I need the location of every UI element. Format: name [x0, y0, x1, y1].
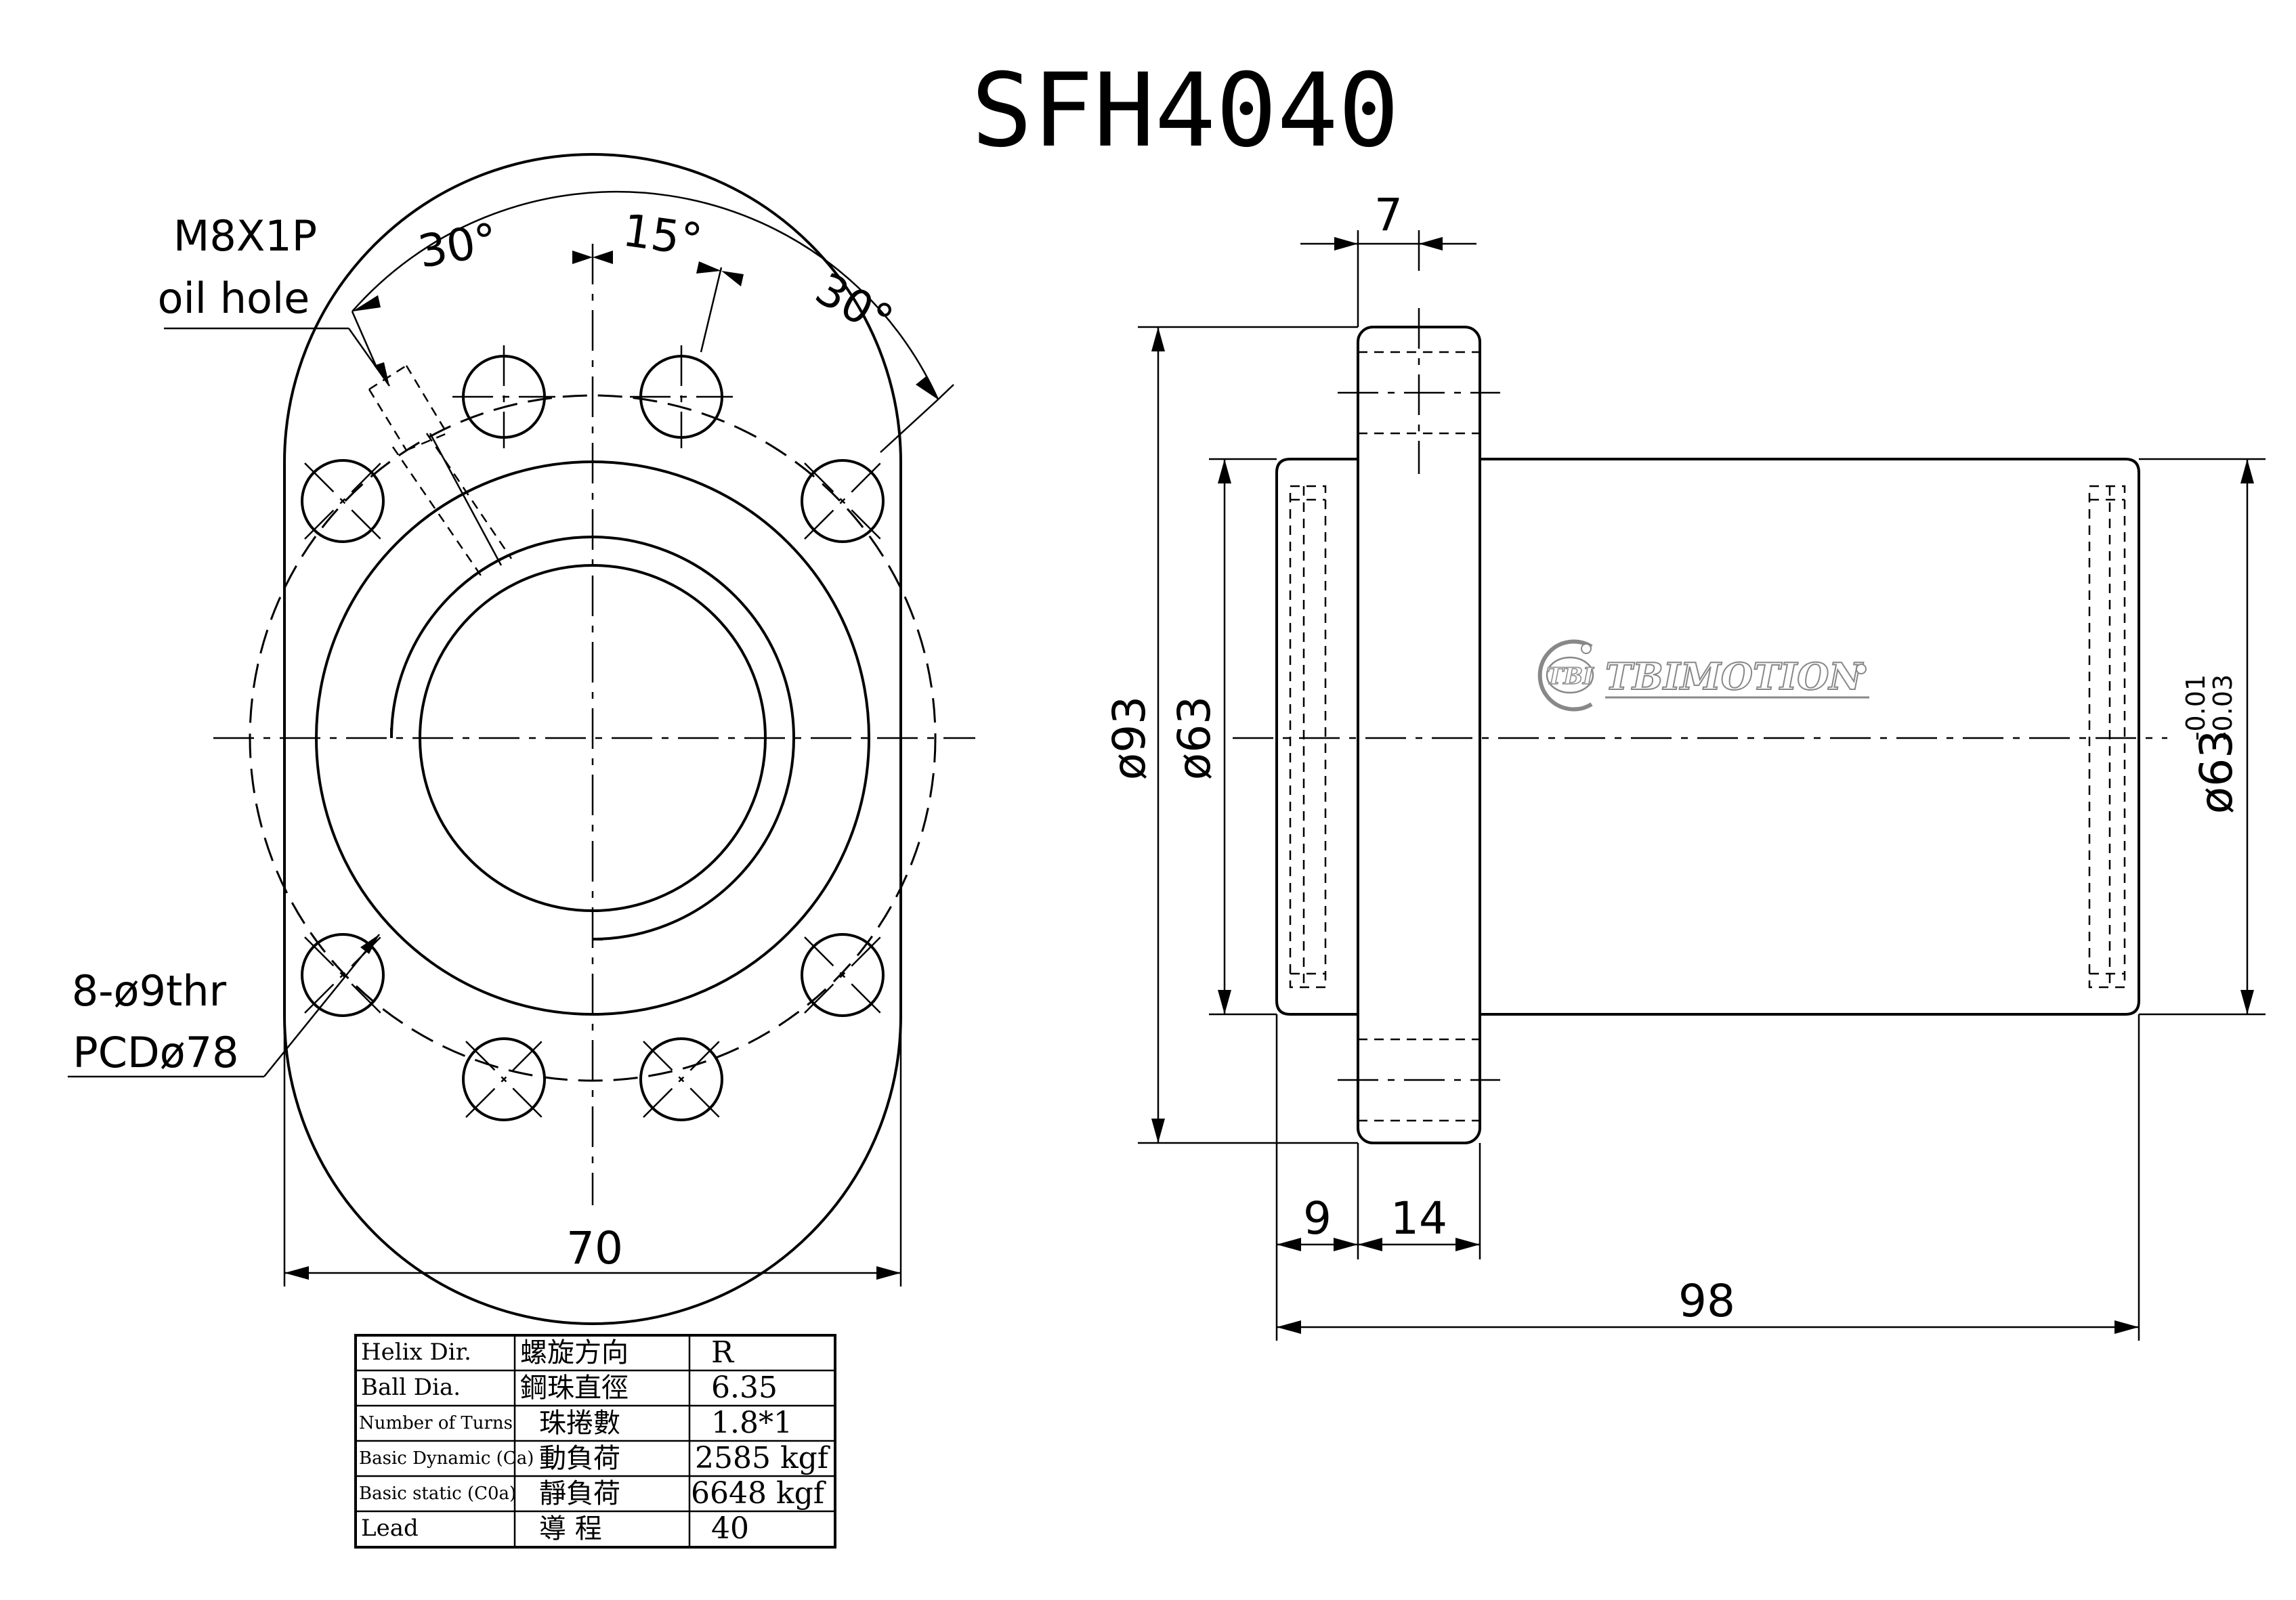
table-row: Lead 導 程 40 — [361, 1511, 749, 1546]
bolt-hole — [630, 345, 733, 448]
table-row: Basic static (C0a) 靜負荷 6648 kgf — [359, 1476, 826, 1511]
fit-tol-lower-label: -0.03 — [2208, 674, 2238, 741]
svg-text:6648 kgf: 6648 kgf — [691, 1476, 826, 1511]
spec-table: Helix Dir. 螺旋方向 R Ball Dia. 鋼珠直徑 6.35 Nu… — [354, 1334, 836, 1549]
spigot-len-label: 9 — [1303, 1192, 1332, 1245]
bolt-holes — [301, 345, 885, 1121]
svg-text:導 程: 導 程 — [539, 1513, 602, 1544]
table-row: Helix Dir. 螺旋方向 R — [361, 1335, 735, 1370]
bolt-hole — [801, 933, 885, 1017]
svg-text:Number of Turns: Number of Turns — [359, 1413, 513, 1433]
drawing-title: SFH4040 — [971, 52, 1399, 170]
main-body — [1480, 458, 2140, 1016]
seal-right — [2088, 485, 2126, 989]
svg-text:珠捲數: 珠捲數 — [539, 1408, 620, 1439]
thread-arc — [390, 536, 795, 940]
logo-name-text: TBIMOTION — [1605, 655, 1864, 698]
angle-left-label: 30° — [414, 213, 502, 278]
width-dim-label: 70 — [566, 1222, 623, 1274]
svg-text:Helix Dir.: Helix Dir. — [361, 1339, 471, 1366]
flange-dia-label: ø93 — [1103, 696, 1155, 780]
angle-dim-arc — [352, 190, 939, 400]
svg-text:1.8*1: 1.8*1 — [711, 1406, 792, 1440]
front-view: M8X1P oil hole 30° 15° 30° 8-ø9thr PCDø7… — [68, 153, 975, 1325]
logo-badge-text: TBI — [1546, 663, 1594, 690]
bolt-hole — [801, 459, 885, 543]
total-len-label: 98 — [1678, 1275, 1735, 1327]
bolt-hole — [462, 1037, 546, 1121]
angle-right-label: 30° — [807, 263, 901, 347]
svg-text:R: R — [711, 1335, 735, 1370]
angle-mid-label: 15° — [620, 204, 706, 267]
body-dia-label: ø63 — [1168, 696, 1220, 780]
svg-text:Basic Dynamic (Ca): Basic Dynamic (Ca) — [359, 1448, 534, 1469]
tbimotion-logo: TBI TBIMOTION — [1537, 639, 1869, 712]
svg-text:鋼珠直徑: 鋼珠直徑 — [520, 1372, 629, 1404]
oil-hole-thread-label: M8X1P — [173, 211, 317, 261]
bolt-hole — [452, 345, 555, 448]
bolt-hole-pcd-label: PCDø78 — [72, 1028, 238, 1077]
table-row: Basic Dynamic (Ca) 動負荷 2585 kgf — [359, 1441, 830, 1475]
oil-hole-label: oil hole — [158, 274, 310, 323]
svg-text:靜負荷: 靜負荷 — [539, 1478, 620, 1509]
flange-outline — [283, 153, 902, 1325]
svg-text:6.35: 6.35 — [711, 1370, 778, 1405]
fit-tol-upper-label: -0.01 — [2181, 674, 2211, 741]
bolt-hole — [639, 1037, 723, 1121]
seal-left — [1289, 485, 1327, 989]
svg-text:Basic static (C0a): Basic static (C0a) — [359, 1484, 516, 1504]
svg-text:動負荷: 動負荷 — [539, 1443, 620, 1474]
svg-text:螺旋方向: 螺旋方向 — [520, 1337, 629, 1368]
bolt-hole-count-label: 8-ø9thr — [72, 966, 227, 1016]
side-view: TBI TBIMOTION 7 ø93 ø63 ø63 -0. — [1103, 189, 2266, 1341]
flange-len-label: 14 — [1390, 1192, 1447, 1245]
fit-dia-label: ø63 — [2190, 730, 2242, 814]
svg-text:Lead: Lead — [361, 1515, 419, 1542]
flange-thickness-label: 7 — [1374, 189, 1403, 241]
oil-hole-channel — [368, 364, 513, 576]
bolt-hole — [301, 459, 385, 543]
spigot-body — [1275, 458, 1358, 1016]
svg-text:Ball Dia.: Ball Dia. — [361, 1374, 461, 1401]
table-row: Number of Turns 珠捲數 1.8*1 — [359, 1406, 792, 1440]
table-row: Ball Dia. 鋼珠直徑 6.35 — [361, 1370, 778, 1405]
svg-text:40: 40 — [711, 1511, 749, 1546]
svg-text:2585 kgf: 2585 kgf — [695, 1441, 830, 1475]
